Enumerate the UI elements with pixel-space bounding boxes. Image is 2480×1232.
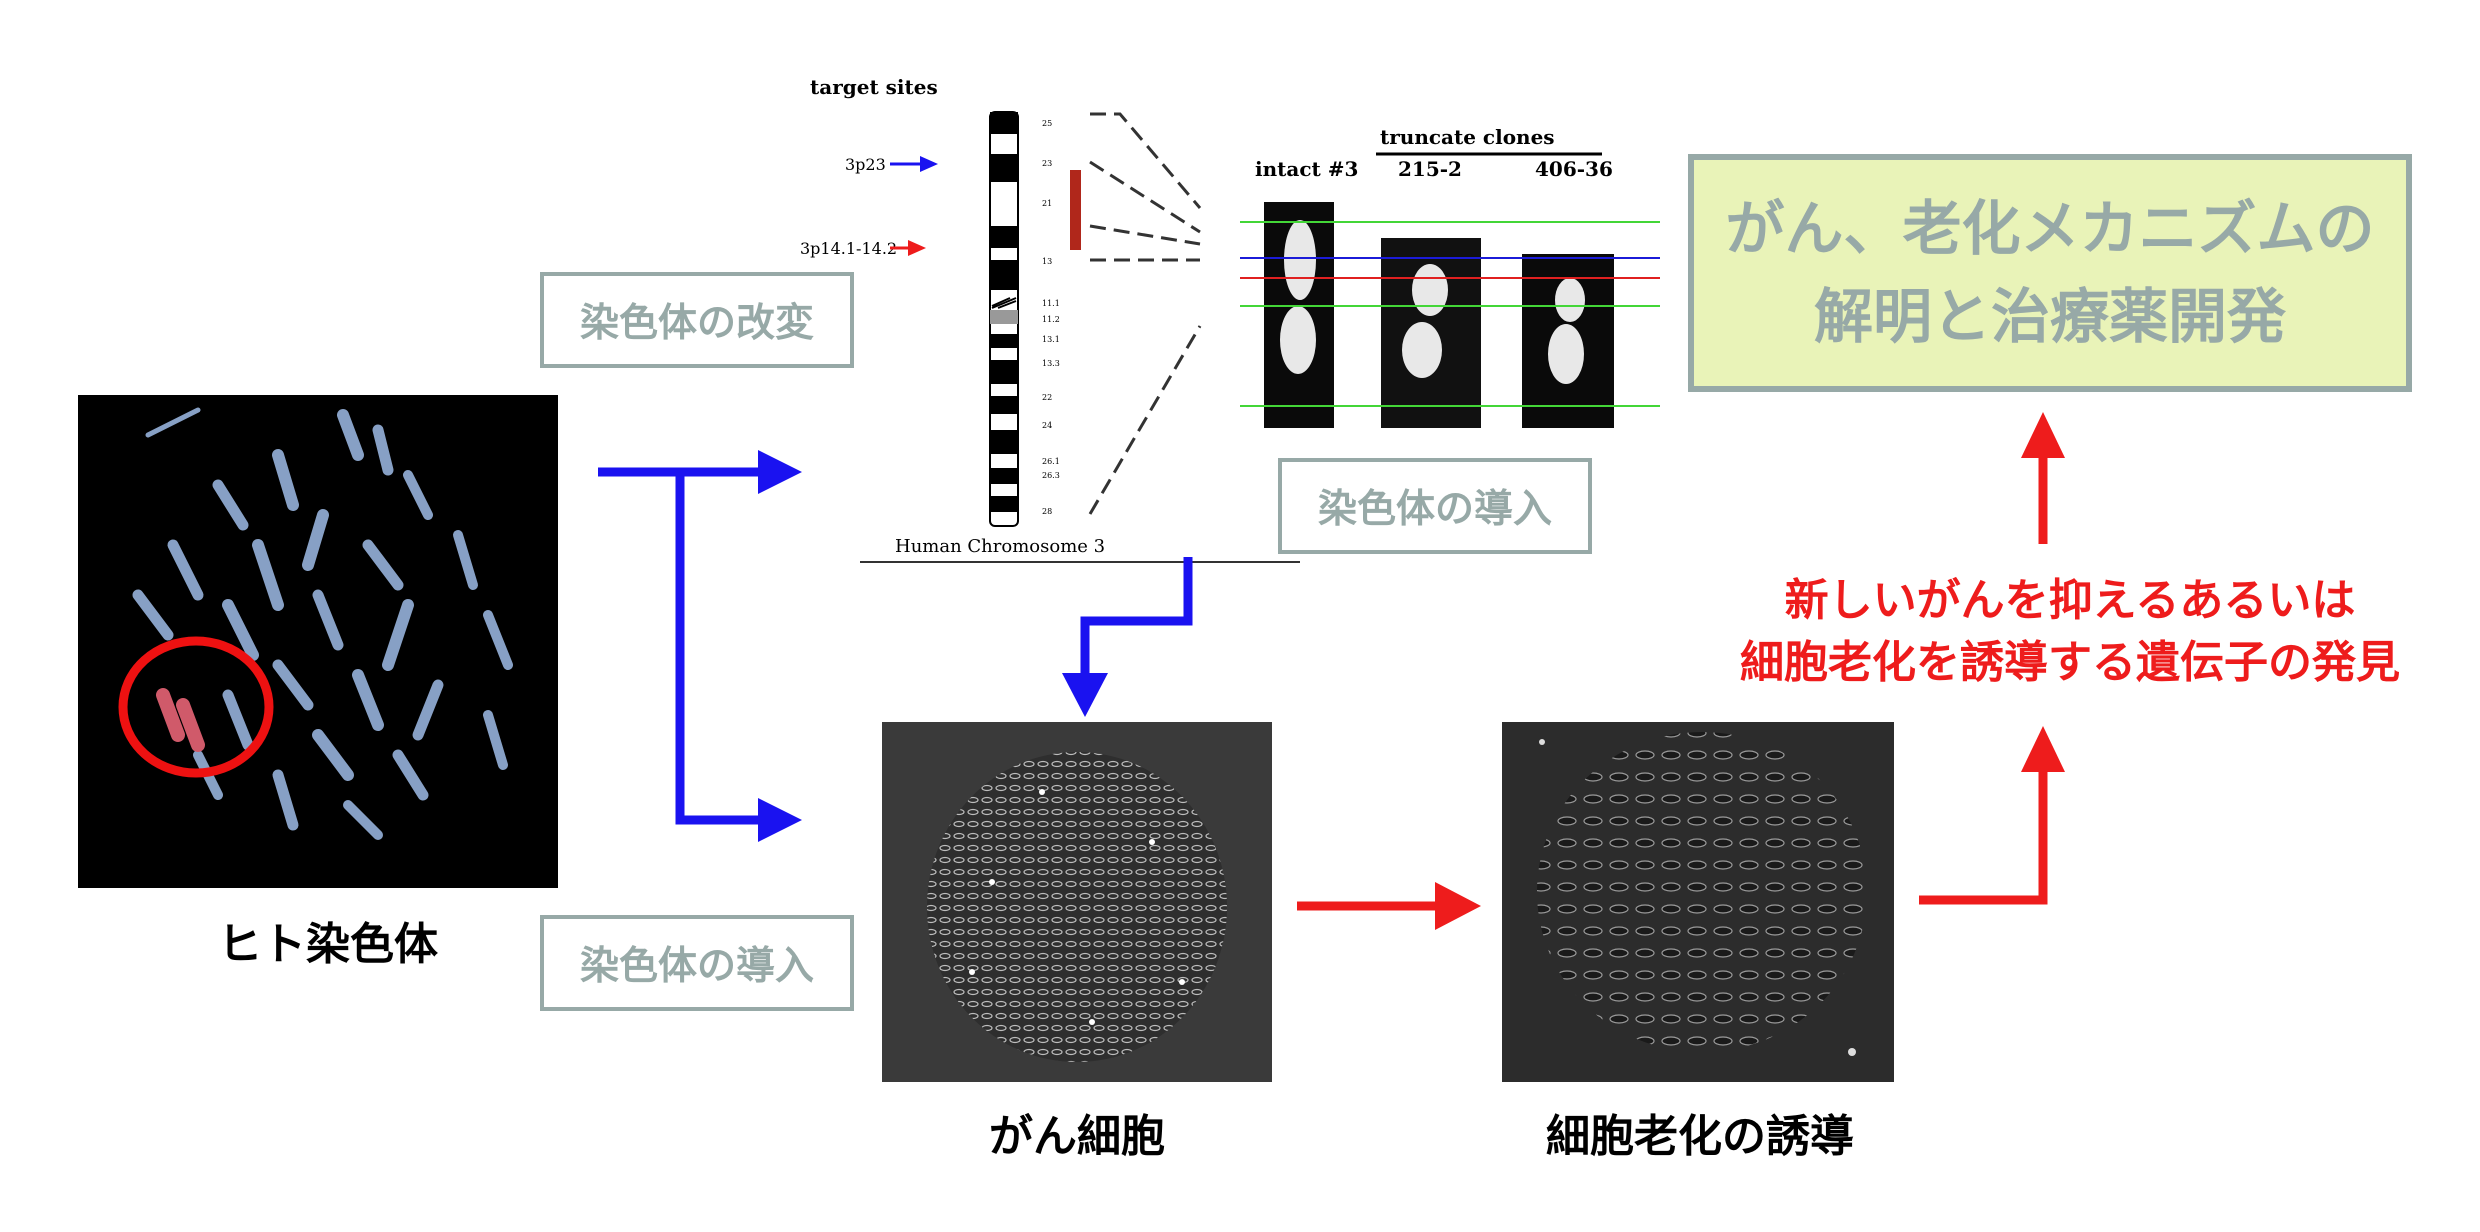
site-3p23-label: 3p23 [845,155,886,174]
chromosome-transfer-label-bottom: 染色体の導入 [540,915,854,1011]
site-3p14-label: 3p14.1-14.2 [800,239,897,258]
clone-406-label: 406-36 [1535,157,1613,181]
svg-text:11.1: 11.1 [1042,299,1060,308]
red-arrow-to-goal [2021,412,2065,544]
svg-text:26.3: 26.3 [1042,471,1060,480]
svg-text:28: 28 [1042,507,1052,516]
svg-text:24: 24 [1042,421,1052,430]
svg-text:21: 21 [1042,199,1052,208]
goal-line-1: がん、老化メカニズムの [1725,194,2375,263]
cancer-cell-image [882,722,1272,1082]
senescent-cell-image [1502,722,1894,1082]
svg-text:22: 22 [1042,393,1052,402]
discovery-line-2: 細胞老化を誘導する遺伝子の発見 [1740,637,2400,688]
svg-text:11.2: 11.2 [1042,315,1060,324]
svg-text:13.3: 13.3 [1042,359,1060,368]
blue-site-arrow [920,156,938,172]
svg-text:13: 13 [1042,257,1052,266]
goal-box: がん、老化メカニズムの 解明と治療薬開発 [1688,154,2412,392]
gene-discovery-text: 新しいがんを抑えるあるいは 細胞老化を誘導する遺伝子の発見 [1680,570,2460,694]
blue-down-arrow [1062,557,1193,717]
svg-text:26.1: 26.1 [1042,457,1060,466]
clone-215-label: 215-2 [1398,157,1462,181]
senescence-induction-caption: 細胞老化の誘導 [1546,1111,1854,1162]
svg-text:13.1: 13.1 [1042,335,1060,344]
truncate-clones-panel: truncate clones intact #3 215-2 406-36 [1240,125,1660,428]
discovery-line-1: 新しいがんを抑えるあるいは [1784,575,2356,626]
cancer-cell-caption: がん細胞 [989,1111,1165,1162]
chromosome-modification-label: 染色体の改変 [540,272,854,368]
red-arrow-to-discovery [1919,726,2065,905]
chromosome-3-ideogram: target sites 3p23 3p14.1-14.2 262422 141… [800,75,1300,563]
truncate-clones-title: truncate clones [1380,125,1555,149]
intact-label: intact #3 [1255,157,1358,181]
target-region-bar [1070,170,1081,250]
ideogram-footer: Human Chromosome 3 [895,536,1105,557]
svg-text:25: 25 [1042,119,1052,128]
goal-line-2: 解明と治療薬開発 [1813,282,2286,351]
ideogram-header: target sites [810,75,938,99]
human-chromosome-caption: ヒト染色体 [218,919,438,970]
blue-branch-arrows [598,450,802,842]
svg-text:23: 23 [1042,159,1052,168]
red-arrow-to-senescence [1297,882,1481,930]
red-site-arrow [908,240,926,256]
chromosome-transfer-label-top: 染色体の導入 [1278,458,1592,554]
chromosome-spread-image [78,395,558,888]
